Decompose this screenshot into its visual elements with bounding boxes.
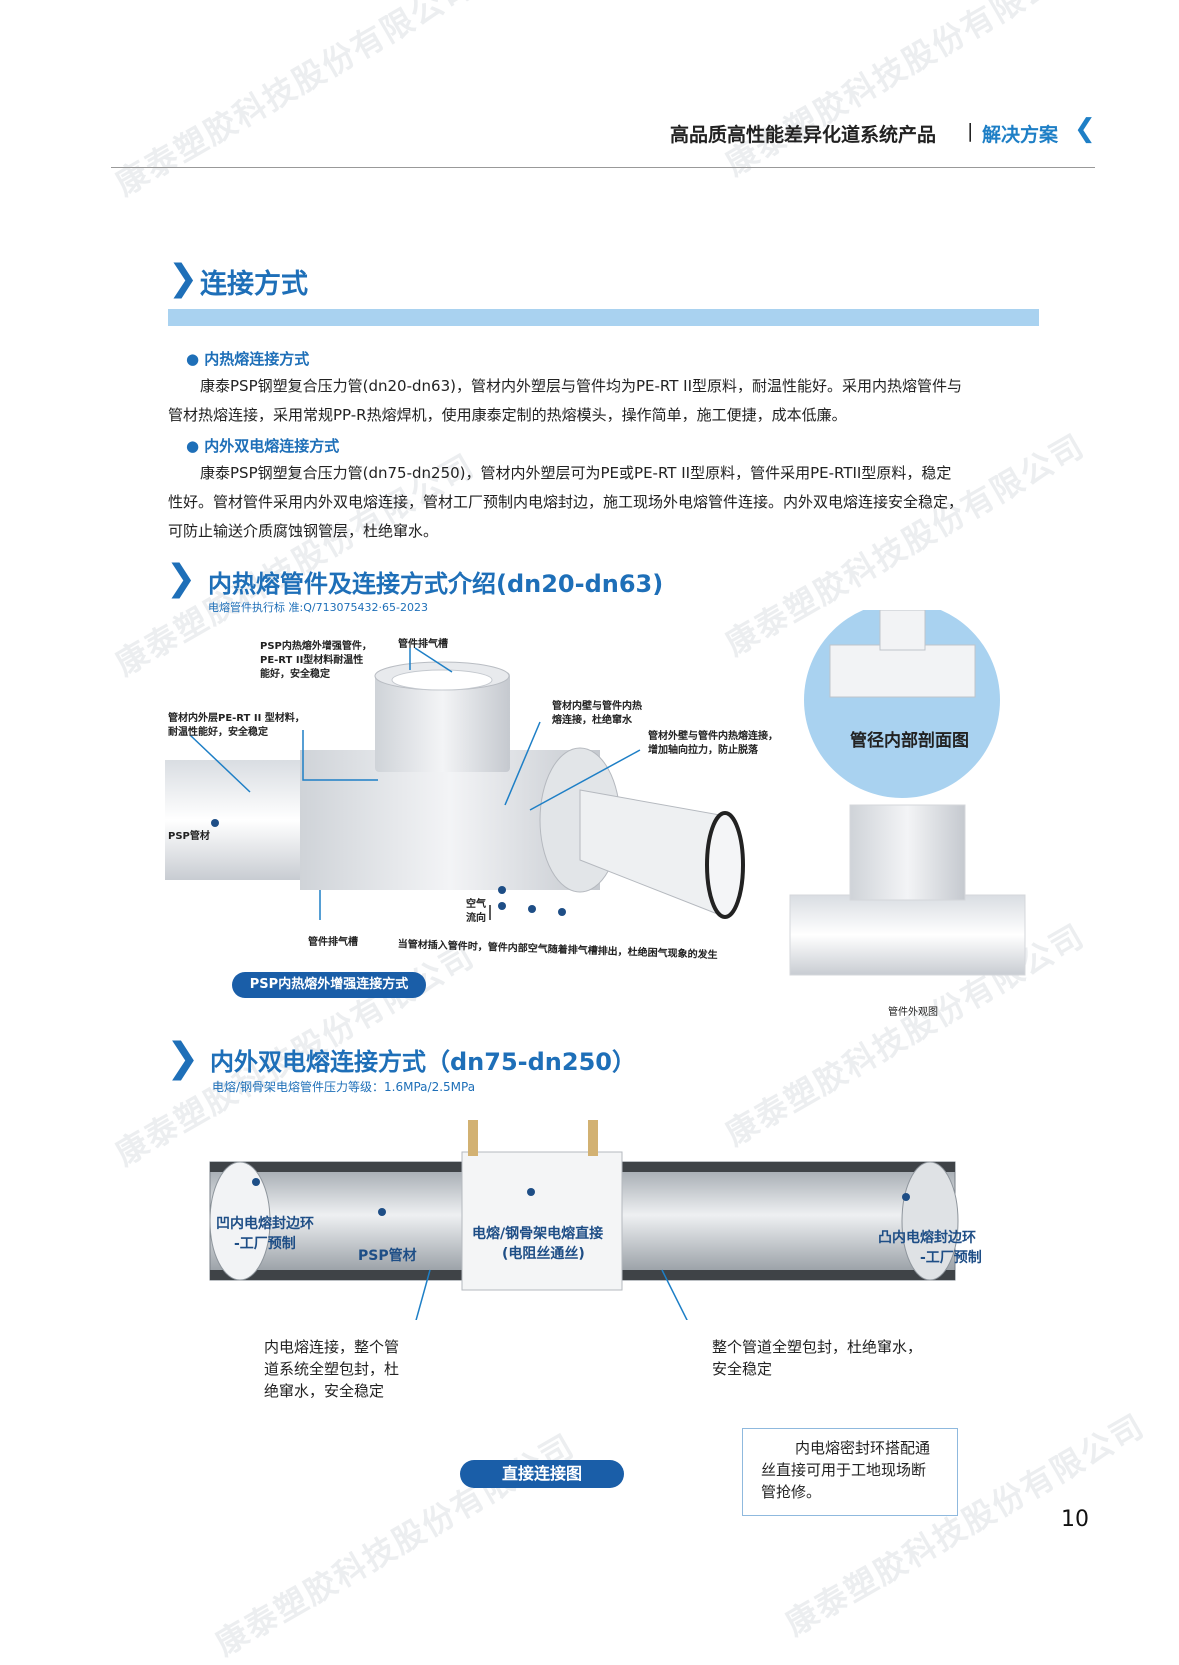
- label-line: 管材外壁与管件内热熔连接，: [648, 731, 778, 742]
- pipe-end-right: [901, 1161, 959, 1281]
- section-title-hotmelt: 内热熔管件及连接方式介绍(dn20-dn63): [208, 570, 664, 598]
- tee-exterior-branch: [849, 804, 966, 901]
- pill-hotmelt-method: PSP内热熔外增强连接方式: [232, 972, 426, 998]
- label-section-view: 管径内部剖面图: [850, 731, 969, 751]
- label-line: PE-RT II型材料耐温性: [260, 655, 364, 666]
- label-line: -工厂预制: [920, 1250, 982, 1266]
- chevron-right-icon: ❯: [166, 558, 197, 599]
- pipe-end-left: [209, 1161, 271, 1281]
- label-line: 管材内外层PE-RT II 型材料，: [168, 713, 305, 724]
- terminal-pin: [588, 1120, 598, 1156]
- label-line: 空气: [466, 899, 486, 910]
- paragraph-electrofusion: 康泰PSP钢塑复合压力管(dn75-dn250)，管材内外塑层可为PE或PE-R…: [168, 459, 1048, 546]
- label-line: PSP内热熔外增强管件，: [260, 641, 372, 652]
- label-line: 管材内壁与管件内热: [552, 701, 642, 712]
- label-line: 凹内电熔封边环: [216, 1216, 314, 1232]
- label-line: 能好，安全稳定: [260, 669, 330, 680]
- terminal-pin: [468, 1120, 478, 1156]
- label-convex-ring: 凸内电熔封边环 -工厂预制: [878, 1228, 982, 1268]
- note-line: 绝窜水，安全稳定: [264, 1382, 385, 1400]
- label-line: 流向: [466, 913, 486, 924]
- chevron-right-icon: ❯: [166, 1035, 200, 1081]
- header-solution: 解决方案: [982, 124, 1059, 146]
- label-line: 熔连接，杜绝窜水: [552, 715, 632, 726]
- chevron-left-icon: ❮: [1074, 114, 1096, 144]
- note-line: 整个管道全塑包封，杜绝窜水，: [712, 1338, 923, 1356]
- section-bar: [168, 309, 1039, 326]
- paragraph-hotmelt: 康泰PSP钢塑复合压力管(dn20-dn63)，管材内外塑层与管件均为PE-RT…: [168, 372, 1048, 430]
- paragraph-line: 康泰PSP钢塑复合压力管(dn20-dn63)，管材内外塑层与管件均为PE-RT…: [200, 377, 963, 395]
- psp-pipe-marker: [211, 819, 219, 827]
- section-title-electrofusion: 内外双电熔连接方式（dn75-dn250）: [210, 1048, 636, 1076]
- tee-branch: [375, 672, 510, 772]
- electrofusion-coupler: [461, 1151, 623, 1291]
- note-line: 内电熔密封环搭配通: [795, 1439, 931, 1457]
- hotmelt-tee-illustration: [165, 610, 1026, 976]
- label-line: 电熔/钢骨架电熔直接: [472, 1226, 604, 1242]
- label-line: 凸内电熔封边环: [878, 1230, 976, 1246]
- note-line: 内电熔连接，整个管: [264, 1338, 400, 1356]
- paragraph-line: 康泰PSP钢塑复合压力管(dn75-dn250)，管材内外塑层可为PE或PE-R…: [200, 464, 952, 482]
- header-title: 高品质高性能差异化道系统产品: [670, 124, 937, 146]
- note-line: 道系统全塑包封，杜: [264, 1360, 400, 1378]
- note-inner-electrofusion: 内电熔连接，整个管 道系统全塑包封，杜 绝窜水，安全稳定: [264, 1336, 399, 1402]
- label-line: 增加轴向拉力，防止脱落: [648, 745, 758, 756]
- psp-pipe-left: [165, 760, 330, 880]
- label-line: (电阻丝通丝): [502, 1246, 585, 1262]
- air-flow-marker: [528, 905, 536, 913]
- label-electro-direct: 电熔/钢骨架电熔直接 (电阻丝通丝): [472, 1224, 603, 1264]
- section-title-connection: 连接方式: [200, 269, 308, 300]
- page-number: 10: [1061, 1507, 1089, 1532]
- chevron-right-icon: ❯: [168, 258, 199, 299]
- label-outer-wall: 管材外壁与管件内热熔连接， 增加轴向拉力，防止脱落: [648, 730, 778, 758]
- paragraph-line: 性好。管材管件采用内外双电熔连接，管材工厂预制内电熔封边，施工现场外电熔管件连接…: [168, 493, 964, 511]
- label-inner-wall: 管材内壁与管件内热 熔连接，杜绝窜水: [552, 700, 642, 728]
- label-vent-top: 管件排气槽: [398, 639, 448, 650]
- pill-direct-connection: 直接连接图: [460, 1460, 624, 1488]
- label-concave-ring: 凹内电熔封边环 -工厂预制: [216, 1214, 314, 1254]
- watermark: 康泰塑胶科技股份有限公司: [208, 1426, 582, 1664]
- section-subtitle-pressure: 电熔/钢骨架电熔管件压力等级：1.6MPa/2.5MPa: [212, 1080, 476, 1094]
- bullet-heading-electrofusion: ● 内外双电熔连接方式: [186, 437, 340, 455]
- label-vent-bottom: 管件排气槽: [308, 937, 358, 948]
- watermark: 康泰塑胶科技股份有限公司: [108, 0, 482, 204]
- label-line: -工厂预制: [234, 1236, 296, 1252]
- label-psp-pipe-electro: PSP管材: [358, 1248, 417, 1264]
- note-full-encapsulation: 整个管道全塑包封，杜绝窜水， 安全稳定: [712, 1336, 922, 1380]
- note-line: 丝直接可用于工地现场断: [761, 1461, 927, 1479]
- label-reinforce: PSP内热熔外增强管件， PE-RT II型材料耐温性 能好，安全稳定: [260, 640, 372, 682]
- bullet-heading-hotmelt: ● 内热熔连接方式: [186, 350, 310, 368]
- air-flow-marker: [558, 908, 566, 916]
- air-flow-marker: [498, 902, 506, 910]
- section-subtitle-standard: 电熔管件执行标 准:Q/713075432·65-2023: [208, 601, 429, 614]
- note-line: 管抢修。: [761, 1483, 822, 1501]
- label-line: 耐温性能好，安全稳定: [168, 727, 268, 738]
- electrofusion-pipe-illustration: [209, 1120, 959, 1320]
- paragraph-line: 可防止输送介质腐蚀钢管层，杜绝窜水。: [168, 522, 439, 540]
- label-psp-pipe: PSP管材: [168, 831, 210, 842]
- paragraph-line: 管材热熔连接，采用常规PP-R热熔焊机，使用康泰定制的热熔模头，操作简单，施工便…: [168, 406, 847, 424]
- box-note-repair: 内电熔密封环搭配通 丝直接可用于工地现场断 管抢修。: [742, 1428, 958, 1516]
- air-flow-marker: [498, 886, 506, 894]
- label-air-flow: 空气 流向: [466, 898, 486, 926]
- label-inner-outer: 管材内外层PE-RT II 型材料， 耐温性能好，安全稳定: [168, 712, 305, 740]
- tee-exterior-body: [789, 894, 1026, 976]
- watermark: 康泰塑胶科技股份有限公司: [718, 0, 1092, 184]
- header-separator: |: [967, 120, 974, 142]
- label-exterior-view: 管件外观图: [888, 1007, 938, 1018]
- note-line: 安全稳定: [712, 1360, 773, 1378]
- header-divider: [111, 167, 1095, 168]
